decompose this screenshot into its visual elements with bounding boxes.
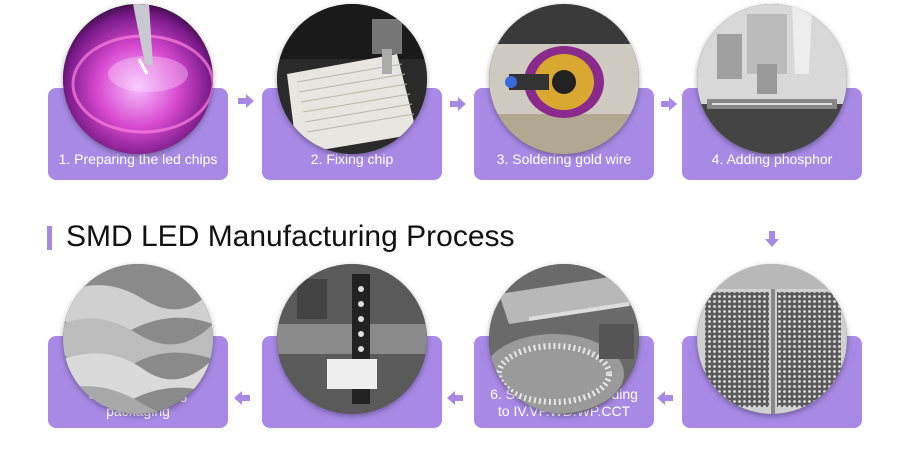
arrow-right-icon (237, 92, 255, 110)
arrow-down-icon (763, 230, 781, 248)
arrow-right-icon (449, 95, 467, 113)
title-accent-bar (47, 226, 52, 250)
step-image-3-soldering-wire (489, 4, 639, 154)
step-image-1-preparing-chips (63, 4, 213, 154)
step-image-5-baking (697, 264, 847, 414)
arrow-right-icon (660, 95, 678, 113)
step-image-8-antistatic-bags (63, 264, 213, 414)
page-title: SMD LED Manufacturing Process (66, 220, 515, 253)
arrow-left-icon (656, 389, 674, 407)
arrow-left-icon (233, 389, 251, 407)
step-label-3: 3. Soldering gold wire (496, 151, 632, 167)
step-image-4-adding-phosphor (697, 4, 847, 154)
step-image-7-taping (277, 264, 427, 414)
step-label-4: 4. Adding phosphor (711, 151, 833, 167)
step-image-6-separating (489, 264, 639, 414)
step-label-2: 2. Fixing chip (310, 151, 394, 167)
step-image-2-fixing-chip (277, 4, 427, 154)
step-label-1: 1. Preparing the led chips (58, 151, 218, 167)
arrow-left-icon (446, 389, 464, 407)
